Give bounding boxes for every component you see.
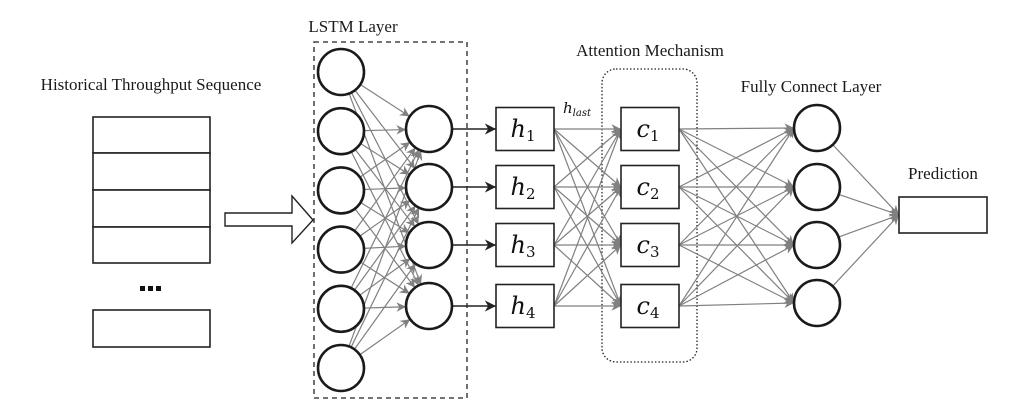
- context-vector-2-label: c2: [637, 173, 660, 203]
- lstm-output-node: [404, 162, 454, 212]
- input-sequence-label: Historical Throughput Sequence: [41, 75, 262, 94]
- context-vector-3-box: [620, 222, 680, 268]
- hidden-state-1-box: [495, 106, 555, 152]
- output-edge: [838, 193, 900, 217]
- fc-edge: [678, 244, 795, 307]
- lstm-edge: [350, 207, 420, 348]
- context-vector-1-box: [620, 106, 680, 152]
- prediction-label: Prediction: [908, 164, 978, 183]
- attention-edge: [553, 186, 622, 307]
- fc-edge: [678, 298, 795, 309]
- hidden-state-2: h2: [495, 164, 555, 210]
- output-edge: [838, 213, 900, 238]
- lstm-input-node: [316, 47, 366, 97]
- fc-edge: [678, 244, 795, 304]
- fc-edge: [678, 127, 795, 307]
- fully-connect-layer-label: Fully Connect Layer: [741, 77, 882, 96]
- prediction-output-box: [898, 196, 988, 234]
- ellipsis-dots: [140, 286, 161, 291]
- context-vector-2: c2: [620, 164, 680, 210]
- attention-edge: [553, 244, 622, 307]
- fc-node: [792, 278, 842, 328]
- attention-edge: [553, 128, 622, 188]
- hidden-state-2-box: [495, 164, 555, 210]
- lstm-edge: [359, 84, 411, 117]
- hidden-state-4-label: h4: [510, 292, 535, 322]
- context-vector-1: c1: [620, 106, 680, 152]
- sequence-cell-last: [92, 309, 211, 348]
- context-vector-3: c3: [620, 222, 680, 268]
- hidden-state-4-box: [495, 283, 555, 329]
- attention-mechanism-label: Attention Mechanism: [576, 41, 724, 60]
- fc-edge: [678, 127, 795, 246]
- hidden-state-1-label: h1: [510, 115, 535, 145]
- lstm-edge: [363, 125, 407, 135]
- nodes-layer: h1 h2 h3 h4 c1 c2 c3 c4: [316, 47, 842, 393]
- lstm-edge: [359, 318, 411, 356]
- lstm-output-node: [404, 220, 454, 270]
- context-vector-4: c4: [620, 283, 680, 329]
- context-vector-3-label: c3: [637, 231, 660, 261]
- context-vector-2-box: [620, 164, 680, 210]
- input-flow-arrow: [224, 194, 314, 245]
- hidden-state-1: h1: [495, 106, 555, 152]
- lstm-input-node: [316, 225, 366, 274]
- lstm-input-node: [316, 284, 366, 334]
- output-edge: [832, 144, 900, 216]
- sequence-cell: [92, 226, 211, 264]
- lstm-layer-box: [313, 41, 468, 399]
- hidden-state-3-label: h3: [510, 231, 535, 261]
- context-vector-4-box: [620, 283, 680, 329]
- fc-edge: [678, 127, 795, 188]
- hidden-state-4: h4: [495, 283, 555, 329]
- context-vector-4-label: c4: [637, 292, 660, 322]
- lstm-output-node: [404, 104, 454, 154]
- lstm-input-node: [316, 106, 366, 156]
- sequence-cell: [92, 189, 211, 228]
- lstm-output-node: [404, 281, 454, 331]
- fc-edge: [678, 186, 795, 307]
- fc-node: [792, 162, 842, 212]
- input-sequence-stack: [92, 116, 211, 264]
- fc-node: [792, 103, 842, 153]
- lstm-edge: [354, 147, 416, 232]
- output-edge: [832, 214, 900, 287]
- lstm-input-node: [316, 166, 366, 215]
- attention-edge: [553, 128, 622, 246]
- hidden-state-3: h3: [495, 222, 555, 268]
- lstm-edge: [353, 263, 417, 350]
- lstm-edge: [359, 141, 411, 178]
- fc-edge: [678, 123, 795, 133]
- context-vector-1-label: c1: [637, 115, 660, 145]
- attention-edge: [553, 128, 623, 307]
- h-last-label: hlast: [563, 99, 592, 119]
- attention-mechanism-box: [601, 68, 698, 363]
- sequence-cell: [92, 116, 211, 154]
- lstm-edge: [350, 149, 420, 289]
- hidden-state-2-label: h2: [510, 173, 535, 203]
- lstm-input-node: [316, 343, 366, 393]
- hidden-state-3-box: [495, 222, 555, 268]
- sequence-cell: [92, 152, 211, 191]
- fc-node: [792, 220, 842, 270]
- lstm-layer-label: LSTM Layer: [308, 17, 398, 36]
